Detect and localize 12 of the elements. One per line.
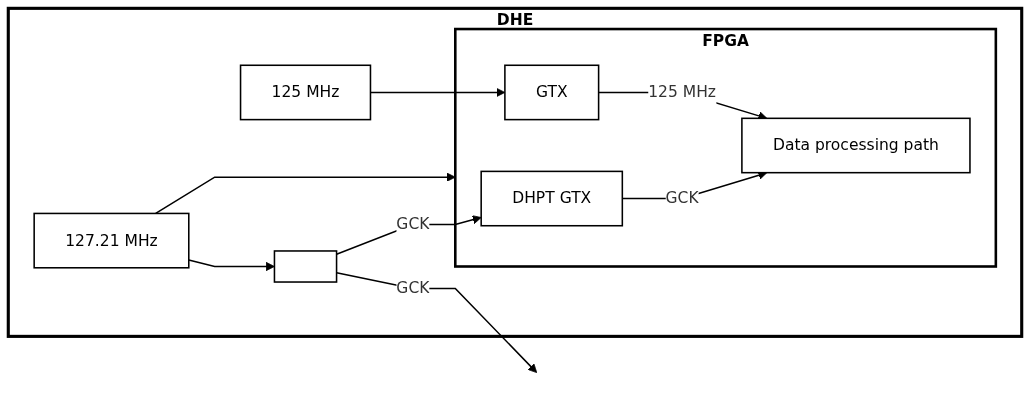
node-box: Data processing path <box>741 117 971 174</box>
arrow <box>188 259 275 272</box>
node-box: 127.21 MHz <box>33 212 190 269</box>
edge-label: GCK <box>665 188 699 208</box>
node-box: DHPT GTX <box>480 170 624 227</box>
arrow <box>154 172 456 215</box>
edge-label: GCK <box>396 214 430 234</box>
node-box: 125 MHz <box>239 64 372 121</box>
edge-label: GCK <box>396 278 430 298</box>
node-box: GTX <box>504 64 600 121</box>
edge-label: 125 MHz <box>648 82 717 102</box>
node-box <box>273 250 338 283</box>
